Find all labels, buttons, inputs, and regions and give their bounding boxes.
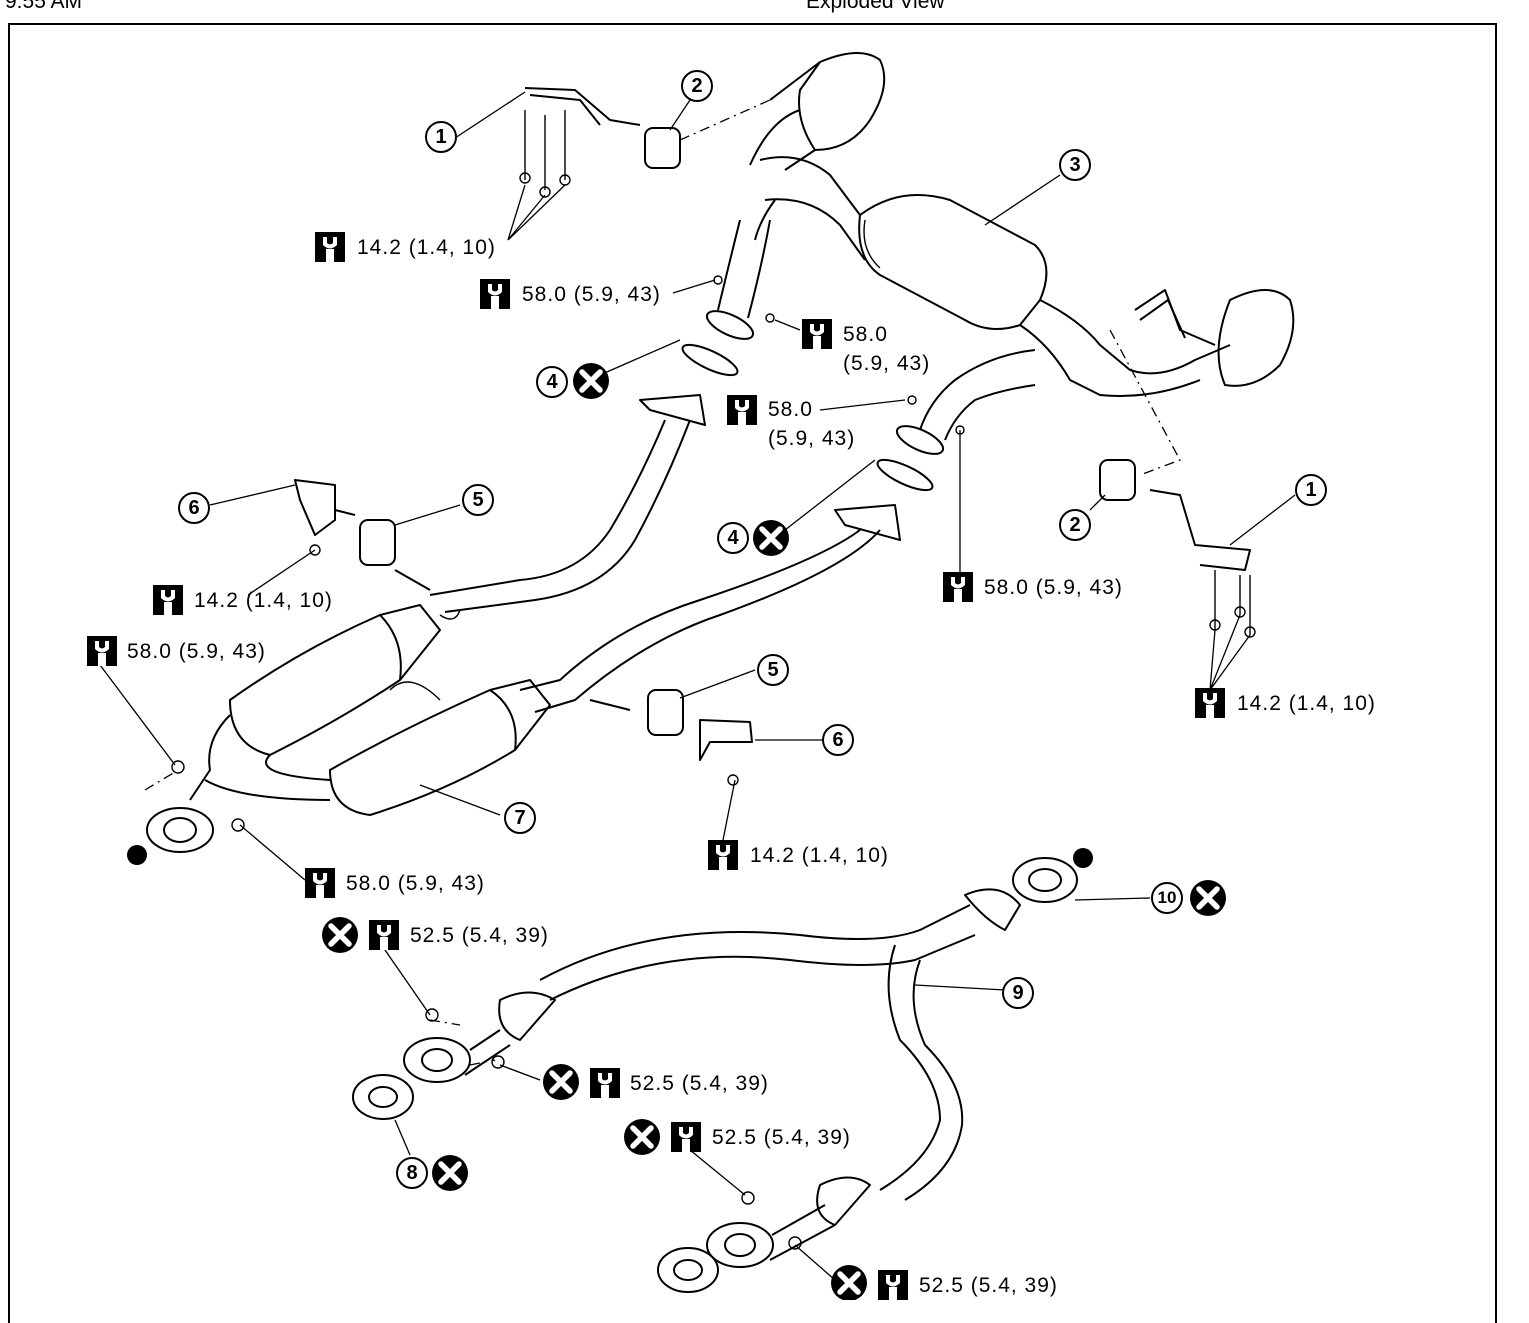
torque-label: 52.5 (5.4, 39): [630, 1072, 769, 1095]
torque-label: 58.0 (5.9, 43): [127, 640, 266, 663]
torque-label: 14.2 (1.4, 10): [1237, 692, 1376, 715]
callout-5-left: 5: [472, 489, 484, 511]
callout-10: 10: [1157, 888, 1177, 907]
torque-label: 58.0: [768, 398, 813, 421]
gaskets: [639, 310, 945, 541]
torque-label: (5.9, 43): [843, 352, 931, 375]
lower-y-pipe: [352, 857, 1078, 1293]
torque-label: 52.5 (5.4, 39): [410, 924, 549, 947]
main-muffler: [717, 51, 1295, 441]
torque-label: (5.9, 43): [768, 427, 856, 450]
black-dot-icon: [1073, 848, 1093, 868]
torque-label: 14.2 (1.4, 10): [194, 589, 333, 612]
callout-2-top: 2: [691, 75, 703, 97]
torque-label: 52.5 (5.4, 39): [919, 1274, 1058, 1297]
torque-label: 58.0 (5.9, 43): [346, 872, 485, 895]
black-dot-icon: [127, 845, 147, 865]
callout-1-top: 1: [435, 126, 447, 148]
callout-8: 8: [406, 1162, 418, 1184]
callout-4-upper: 4: [546, 371, 558, 393]
diagram-frame: [8, 23, 1497, 1323]
callout-7: 7: [514, 807, 526, 829]
callout-9: 9: [1012, 982, 1024, 1004]
callout-2-right: 2: [1069, 514, 1081, 536]
header-time: 9:55 AM: [5, 0, 83, 13]
callout-6-right: 6: [832, 729, 844, 751]
torque-label: 14.2 (1.4, 10): [750, 844, 889, 867]
torque-label: 52.5 (5.4, 39): [712, 1126, 851, 1149]
fasteners: [171, 172, 1256, 1250]
do-not-reuse-x-icon: [322, 363, 1226, 1300]
torque-label: 58.0 (5.9, 43): [522, 283, 661, 306]
callout-5-right: 5: [767, 659, 779, 681]
hangers: [294, 87, 1251, 761]
torque-label: 58.0: [843, 323, 888, 346]
front-tube-assembly: [146, 419, 881, 853]
callout-circles: [178, 70, 1327, 1189]
callout-3: 3: [1069, 154, 1081, 176]
torque-label: 14.2 (1.4, 10): [357, 236, 496, 259]
torque-label: 58.0 (5.9, 43): [984, 576, 1123, 599]
leader-lines: [99, 91, 1296, 1281]
callout-4-lower: 4: [727, 527, 739, 549]
callout-6-left: 6: [188, 497, 200, 519]
header-title: Exploded View: [806, 0, 945, 13]
callout-1-right: 1: [1305, 479, 1317, 501]
